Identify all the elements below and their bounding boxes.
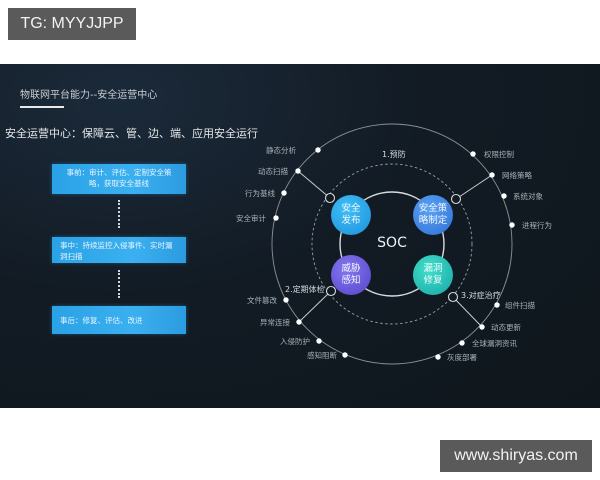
core-node-threat-perception: 威胁感知 (331, 255, 371, 295)
node-label: 感知阻断 (307, 351, 337, 360)
node-label: 组件扫描 (505, 301, 535, 310)
dotted-connector (118, 270, 122, 298)
core-node-vuln-repair: 漏洞修复 (413, 255, 453, 295)
title-underline (20, 106, 64, 108)
stage-label-treatment: 3.对症治疗 (461, 291, 501, 300)
node-label: 安全审计 (236, 214, 266, 223)
watermark-bottom: www.shiryas.com (440, 440, 592, 472)
node-label: 静态分析 (266, 146, 296, 155)
node-label: 行为基线 (245, 189, 275, 198)
connector-ring-icon (324, 192, 336, 204)
node-label: 异常连接 (260, 318, 290, 327)
node-label: 文件篡改 (247, 296, 277, 305)
phase-box-after: 事后：修复、评估、改进 (52, 306, 186, 334)
dotted-connector (118, 200, 122, 228)
soc-center-label: SOC (377, 235, 407, 251)
connector-ring-icon (447, 291, 459, 303)
stage-label-checkup: 2.定期体检 (285, 285, 325, 294)
watermark-top: TG: MYYJJPP (8, 8, 136, 40)
node-label: 网络策略 (502, 171, 532, 180)
soc-ring-diagram (271, 123, 515, 365)
node-label: 动态扫描 (258, 167, 288, 176)
panel-title: 物联网平台能力--安全运营中心 (20, 90, 158, 101)
outer-node-dots (273, 147, 515, 360)
node-label: 动态更新 (491, 323, 521, 332)
panel-subtitle: 安全运营中心：保障云、管、边、端、应用安全运行 (5, 127, 258, 140)
diagram-panel: 物联网平台能力--安全运营中心 安全运营中心：保障云、管、边、端、应用安全运行 … (0, 64, 600, 408)
connector-ring-icon (450, 193, 462, 205)
core-node-security-policy: 安全策略制定 (413, 195, 453, 235)
node-label: 权限控制 (484, 150, 514, 159)
dashed-ring (311, 163, 473, 325)
node-label: 全球漏洞资讯 (472, 339, 517, 348)
core-node-secure-release: 安全发布 (331, 195, 371, 235)
stage-label-prevention: 1.预防 (382, 150, 406, 159)
node-label: 进程行为 (522, 221, 552, 230)
inner-ring (339, 191, 445, 297)
node-label: 入侵防护 (280, 337, 310, 346)
node-label: 系统对象 (513, 192, 543, 201)
phase-box-before: 事前：审计、评估、定制安全策略，获取安全基线 (52, 164, 186, 194)
node-label: 灰度部署 (447, 353, 477, 362)
outer-ring (271, 123, 513, 365)
phase-box-during: 事中：持续监控入侵事件、实时漏洞扫描 (52, 237, 186, 263)
connector-ring-icon (325, 285, 337, 297)
